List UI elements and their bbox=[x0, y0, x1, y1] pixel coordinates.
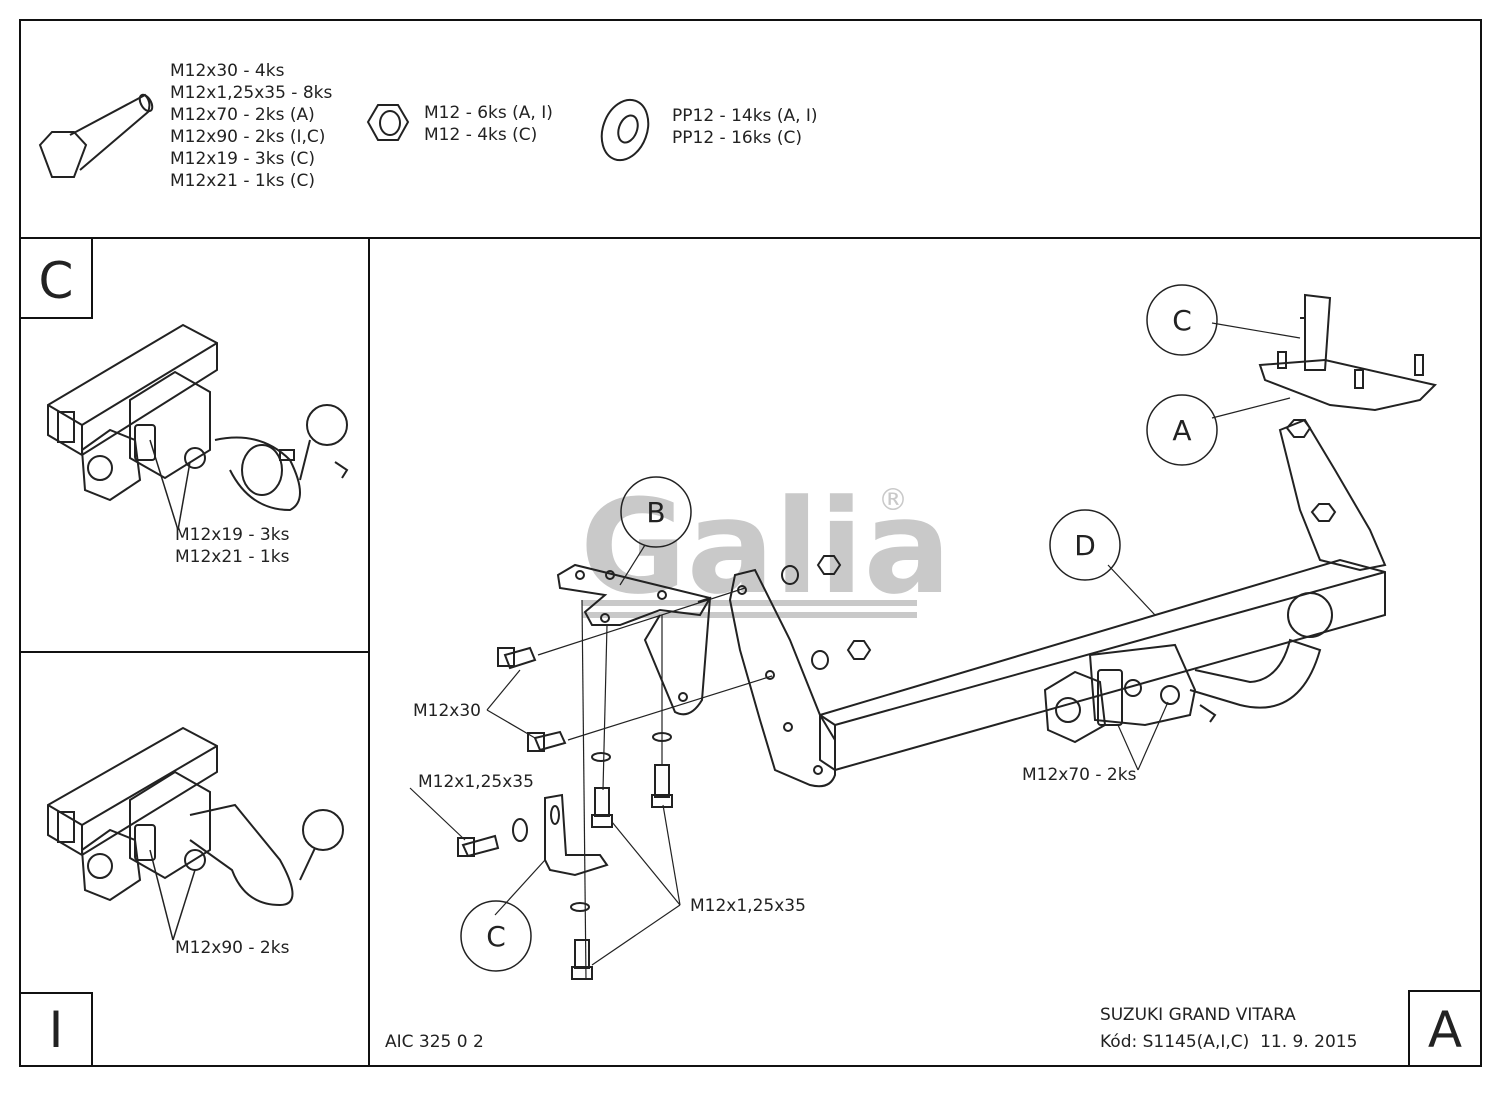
washer-item: PP12 - 16ks (C) bbox=[672, 128, 802, 148]
corner-letter-a: A bbox=[1428, 1001, 1462, 1059]
bolt-item: M12x30 - 4ks bbox=[170, 61, 285, 81]
callout-i: M12x90 - 2ks bbox=[175, 938, 290, 958]
galia-watermark: Galia ® bbox=[580, 471, 951, 623]
corner-letter-i: I bbox=[49, 1001, 64, 1059]
washer-item: PP12 - 14ks (A, I) bbox=[672, 106, 818, 126]
nut-list: M12 - 6ks (A, I) M12 - 4ks (C) bbox=[424, 102, 553, 146]
variant-i-leader bbox=[149, 849, 196, 941]
product-code: Kód: S1145(A,I,C) 11. 9. 2015 bbox=[1100, 1032, 1357, 1052]
bolt-item: M12x90 - 2ks (I,C) bbox=[170, 127, 326, 147]
variant-i-towbar-drawing bbox=[47, 726, 344, 907]
bolt-item: M12x21 - 1ks (C) bbox=[170, 171, 315, 191]
drawing-number: AIC 325 0 2 bbox=[385, 1032, 484, 1052]
callout-m12x30: M12x30 bbox=[413, 701, 481, 721]
main-assembly-leaders bbox=[409, 322, 1301, 981]
variant-c-towbar-drawing bbox=[47, 323, 349, 512]
watermark-mark: ® bbox=[878, 483, 908, 518]
bolt-item: M12x19 - 3ks (C) bbox=[170, 149, 315, 169]
frame bbox=[19, 19, 1482, 1067]
vehicle-name: SUZUKI GRAND VITARA bbox=[1100, 1005, 1296, 1025]
callout-m12x125x35-bottom: M12x1,25x35 bbox=[690, 896, 806, 916]
callout-c-2: M12x21 - 1ks bbox=[175, 547, 290, 567]
bolt-list: M12x30 - 4ks M12x1,25x35 - 8ks M12x70 - … bbox=[170, 60, 332, 192]
bolt-item: M12x70 - 2ks (A) bbox=[170, 105, 315, 125]
bolt-item: M12x1,25x35 - 8ks bbox=[170, 83, 333, 103]
watermark-text: Galia bbox=[580, 471, 951, 623]
nut-item: M12 - 6ks (A, I) bbox=[424, 103, 553, 123]
callout-m12x70: M12x70 - 2ks bbox=[1022, 765, 1137, 785]
nut-icon bbox=[366, 104, 410, 141]
callout-c-1: M12x19 - 3ks bbox=[175, 525, 290, 545]
main-assembly-drawing bbox=[457, 293, 1437, 980]
washer-list: PP12 - 14ks (A, I) PP12 - 16ks (C) bbox=[672, 105, 818, 149]
label-circles bbox=[460, 284, 1218, 972]
label-a: A bbox=[1172, 414, 1191, 447]
corner-letter-c: C bbox=[39, 252, 74, 310]
bolt-icon bbox=[38, 93, 154, 178]
label-c-bottom: C bbox=[486, 920, 506, 953]
callout-m12x125x35-left: M12x1,25x35 bbox=[418, 772, 534, 792]
label-b: B bbox=[646, 496, 665, 529]
variant-c-leader bbox=[149, 439, 191, 531]
nut-item: M12 - 4ks (C) bbox=[424, 125, 538, 145]
label-c-top: C bbox=[1172, 304, 1192, 337]
washer-icon bbox=[600, 98, 650, 162]
label-d: D bbox=[1074, 529, 1096, 562]
